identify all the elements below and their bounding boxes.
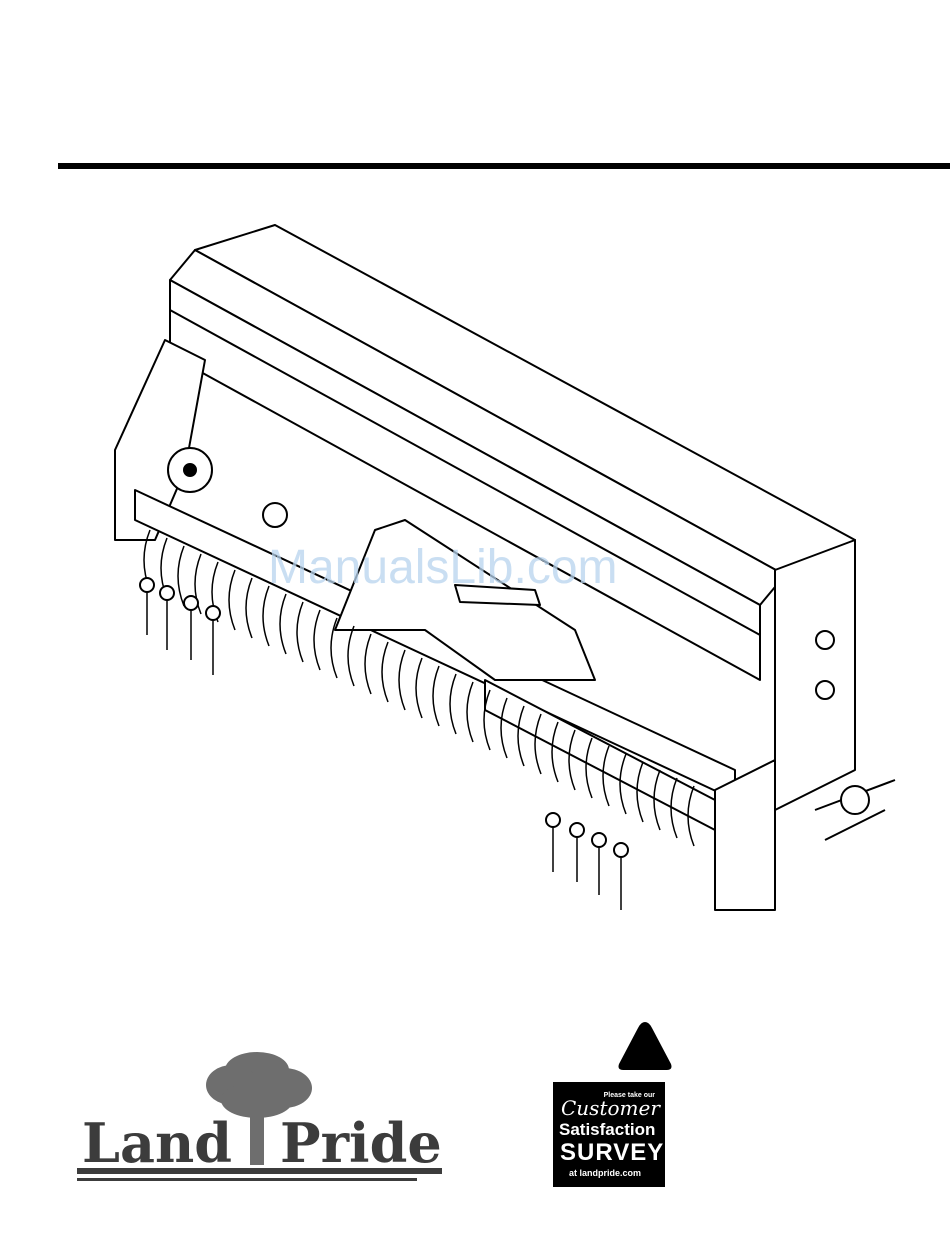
survey-satisfaction-label: Satisfaction bbox=[559, 1120, 655, 1140]
survey-title: SURVEY bbox=[560, 1139, 664, 1167]
logo-text-pride: Pride bbox=[280, 1111, 442, 1175]
warning-triangle-icon bbox=[615, 1020, 675, 1072]
survey-customer-label: Customer bbox=[561, 1096, 660, 1120]
header-rule bbox=[58, 163, 950, 169]
land-pride-logo: Land Pride bbox=[72, 1050, 452, 1195]
watermark: ManualsLib.com bbox=[268, 540, 618, 595]
customer-satisfaction-survey-badge[interactable]: Please take our Customer Satisfaction SU… bbox=[553, 1082, 665, 1187]
survey-site-link[interactable]: at landpride.com bbox=[569, 1168, 641, 1178]
logo-text-land: Land bbox=[82, 1111, 232, 1175]
